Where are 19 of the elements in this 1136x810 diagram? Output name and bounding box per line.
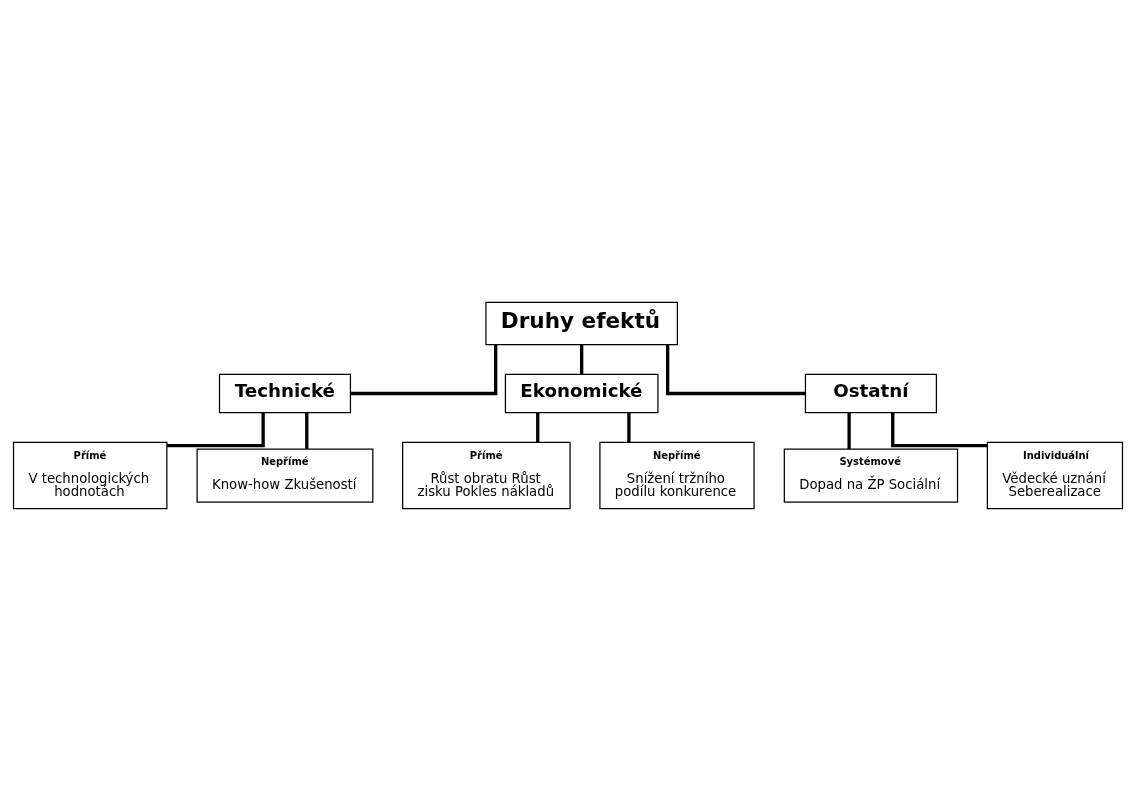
connector xyxy=(580,344,584,374)
node-box: Technické xyxy=(218,373,352,413)
node-box: Druhy efektů xyxy=(485,301,678,345)
connector xyxy=(847,412,851,449)
node-box: Ostatní xyxy=(804,373,937,413)
node-box: Individuální Vědecké uznání Seberealizace xyxy=(986,441,1124,509)
connector xyxy=(167,412,265,447)
connector xyxy=(666,344,806,395)
connector xyxy=(627,412,631,442)
node-box: Nepřímé Snížení tržního podílu konkurence xyxy=(599,441,755,509)
connector xyxy=(305,412,309,449)
connector xyxy=(891,412,988,447)
node-box: Přímé Růst obratu Růst zisku Pokles nákladů xyxy=(402,441,571,509)
node-box: Přímé V technologických hodnotách xyxy=(12,441,168,509)
node-box: Systémové Dopad na ŽP Sociální xyxy=(783,447,959,503)
connector xyxy=(536,412,540,442)
connector xyxy=(350,344,498,395)
node-box: Ekonomické xyxy=(504,373,659,413)
node-box: Nepřímé Know-how Zkušeností xyxy=(196,447,374,503)
